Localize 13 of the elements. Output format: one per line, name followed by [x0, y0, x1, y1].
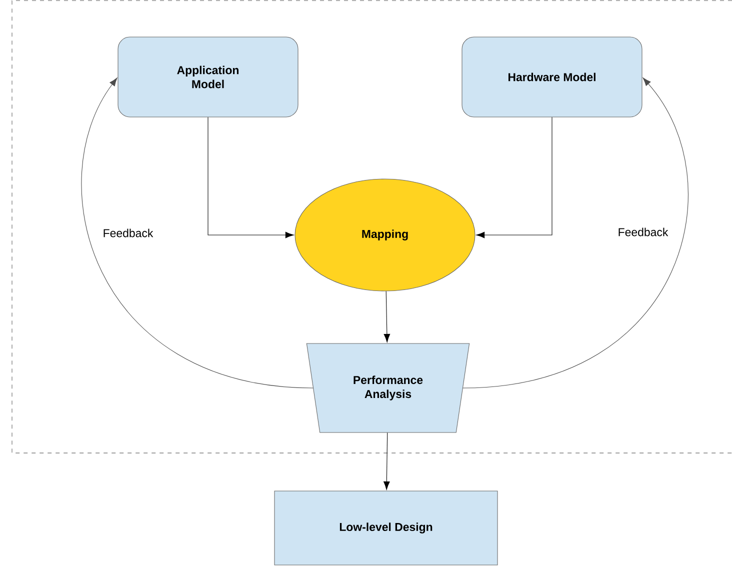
- edge-label: Feedback: [616, 226, 670, 238]
- edge-label: Feedback: [102, 227, 155, 239]
- feedback-arrow: [82, 78, 314, 388]
- rounded-box: Application Model: [118, 36, 298, 118]
- arrow: [208, 117, 294, 238]
- process-box: Low-level Design: [274, 490, 498, 566]
- trapezoid-node: Performance Analysis: [306, 343, 470, 433]
- arrow: [384, 432, 390, 490]
- arrow: [384, 291, 390, 342]
- ellipse-node: Mapping: [294, 178, 476, 292]
- feedback-arrow: [462, 78, 688, 388]
- rounded-box: Hardware Model: [462, 36, 642, 118]
- arrow: [476, 117, 552, 238]
